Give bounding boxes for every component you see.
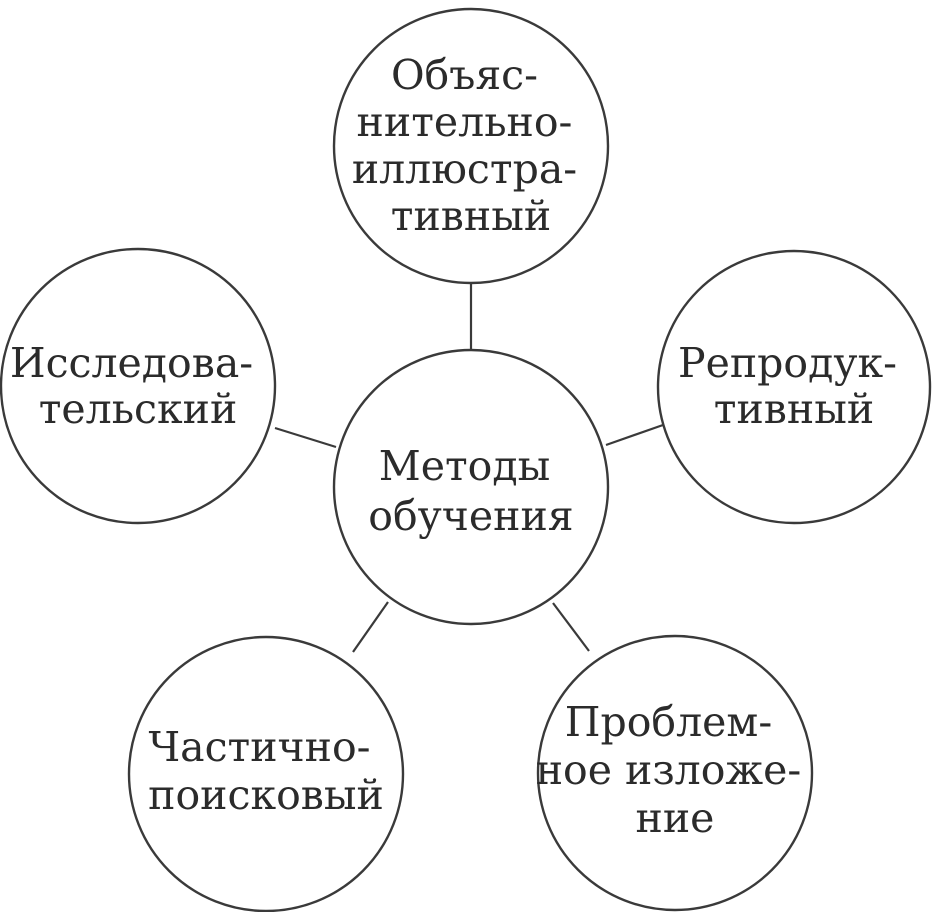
node-partial-search: Частично- поисковый bbox=[127, 635, 405, 912]
research-line-1: Исследова- bbox=[10, 339, 253, 387]
svg-text:Репродук- тивный: Репродук- тивный bbox=[678, 339, 910, 433]
node-center: Методы обучения bbox=[332, 348, 610, 626]
connector-reproductive bbox=[605, 423, 664, 447]
svg-text:Проблем- ное изложе-: Проблем- ное изложе- ние bbox=[536, 698, 815, 842]
node-research: Исследова- тельский bbox=[0, 247, 277, 525]
connector-research bbox=[274, 426, 337, 449]
svg-text:Объяс- нительно- и: Объяс- нительно- иллюстра- тивный bbox=[352, 51, 590, 240]
problem-presentation-line-1: Проблем- bbox=[565, 698, 772, 746]
partial-search-line-2: поисковый bbox=[148, 771, 384, 819]
svg-text:Исследова- тельский: Исследова- тельский bbox=[10, 339, 266, 433]
problem-presentation-line-3: ние bbox=[636, 794, 715, 842]
svg-text:Частично- поисковый: Частично- поисковый bbox=[148, 723, 384, 819]
connector-partial-search bbox=[352, 601, 389, 653]
explanatory-line-2: нительно- bbox=[357, 98, 573, 146]
explanatory-line-4: тивный bbox=[391, 192, 551, 240]
research-line-2: тельский bbox=[39, 385, 238, 433]
node-explanatory: Объяс- нительно- иллюстра- тивный bbox=[332, 7, 610, 285]
connector-problem-presentation bbox=[552, 602, 590, 652]
node-problem-presentation: Проблем- ное изложе- ние bbox=[536, 634, 815, 912]
node-reproductive: Репродук- тивный bbox=[656, 249, 932, 525]
problem-presentation-line-2: ное изложе- bbox=[536, 746, 802, 794]
reproductive-line-1: Репродук- bbox=[678, 339, 897, 387]
partial-search-line-1: Частично- bbox=[148, 723, 370, 771]
center-line-1: Методы bbox=[379, 442, 551, 490]
explanatory-line-3: иллюстра- bbox=[352, 145, 577, 193]
svg-text:Методы обучения: Методы обучения bbox=[368, 442, 573, 540]
center-line-2: обучения bbox=[368, 492, 573, 540]
reproductive-line-2: тивный bbox=[714, 385, 874, 433]
explanatory-line-1: Объяс- bbox=[391, 51, 538, 99]
